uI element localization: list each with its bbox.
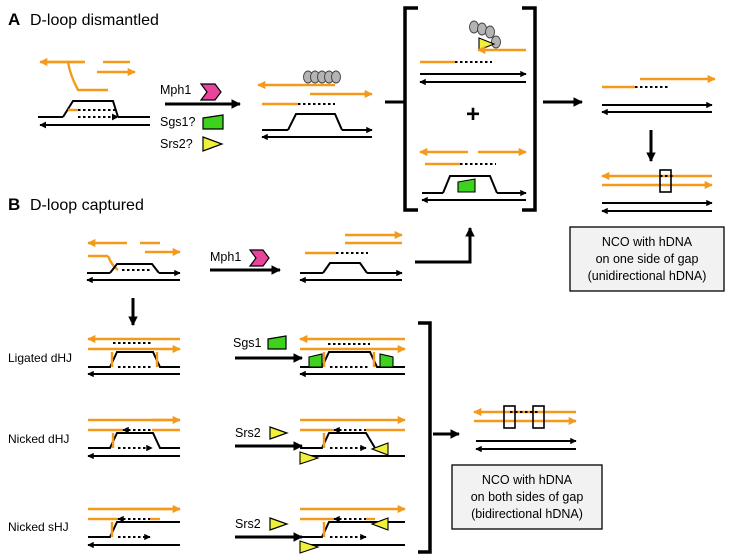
- a-dloop-initial: [38, 57, 150, 129]
- b-mph1-result: [299, 230, 403, 284]
- srs2-label-2: Srs2: [235, 517, 261, 531]
- row-label-nicked-dhj: Nicked dHJ: [8, 432, 69, 446]
- mph1-label: Mph1: [160, 83, 191, 97]
- srs2-icon-left-1: [299, 451, 320, 465]
- ligated-dhj-sgs1: [299, 334, 406, 378]
- outcome-box-bidirectional: NCO with hDNA on both sides of gap (bidi…: [451, 464, 603, 530]
- srs2-arrow-2: Srs2: [235, 517, 303, 542]
- b-to-bracket-arrow: [415, 227, 475, 264]
- nicked-dhj-structure: [87, 415, 181, 460]
- sgs1-icon: [202, 114, 224, 130]
- mph1-label-b: Mph1: [210, 250, 241, 264]
- srs2-icon-left-2: [299, 540, 320, 554]
- srs2-label-1: Srs2: [235, 426, 261, 440]
- bidirectional-line-1: NCO with hDNA: [482, 473, 573, 487]
- row-label-nicked-shj: Nicked sHJ: [8, 520, 69, 534]
- nicked-dhj-srs2: [299, 415, 406, 465]
- nicked-shj-srs2: [299, 504, 406, 554]
- a-dloop-dismantled: [257, 70, 373, 141]
- outcome-box-unidirectional: NCO with hDNA on one side of gap (unidir…: [569, 226, 725, 292]
- sgs1-icon-right: [379, 353, 394, 368]
- section-b-letter: B: [8, 195, 20, 214]
- a-enzyme-arrow: Mph1 Sgs1? Srs2?: [160, 83, 241, 152]
- b-result: [473, 405, 577, 453]
- mph1-icon-b: [248, 249, 270, 267]
- srs2-icon-right-2: [370, 517, 389, 531]
- plus-sign: +: [466, 101, 480, 128]
- unidirectional-line-2: on one side of gap: [596, 252, 699, 266]
- sgs1-arrow: Sgs1: [233, 335, 303, 363]
- a-bracket-top: [419, 20, 527, 86]
- a-intermediates-bracket: [403, 6, 537, 212]
- sgs1-icon-left: [308, 353, 323, 368]
- row-label-ligated: Ligated dHJ: [8, 351, 72, 365]
- srs2-icon-row-2: [269, 517, 289, 531]
- srs2-icon: [202, 136, 224, 152]
- sgs1-question-label: Sgs1?: [160, 115, 195, 129]
- section-a-letter: A: [8, 10, 20, 29]
- nicked-shj-structure: [87, 504, 181, 549]
- a-bracket-bottom: [419, 147, 527, 204]
- srs2-icon-right-1: [370, 442, 389, 456]
- sgs1-icon-bracket: [457, 178, 476, 193]
- section-a-title: D-loop dismantled: [30, 12, 159, 29]
- bidirectional-line-3: (bidirectional hDNA): [471, 507, 583, 521]
- srs2-question-label: Srs2?: [160, 137, 193, 151]
- ligated-dhj-structure: [87, 334, 181, 378]
- unidirectional-line-1: NCO with hDNA: [602, 235, 693, 249]
- unidirectional-line-3: (unidirectional hDNA): [588, 269, 707, 283]
- sgs1-label: Sgs1: [233, 336, 262, 350]
- rpa-beads-top: [469, 20, 501, 49]
- sgs1-icon-row: [267, 335, 287, 350]
- rows-bracket: [418, 321, 432, 554]
- bidirectional-line-2: on both sides of gap: [471, 490, 584, 504]
- a-result: [601, 74, 716, 215]
- b-dloop-captured: [86, 238, 181, 284]
- mph1-icon: [199, 83, 222, 101]
- section-b-title: D-loop captured: [30, 197, 144, 214]
- srs2-arrow-1: Srs2: [235, 426, 303, 451]
- rpa-beads: [303, 70, 341, 84]
- srs2-icon-row-1: [269, 426, 289, 440]
- b-mph1-arrow: Mph1: [210, 249, 281, 275]
